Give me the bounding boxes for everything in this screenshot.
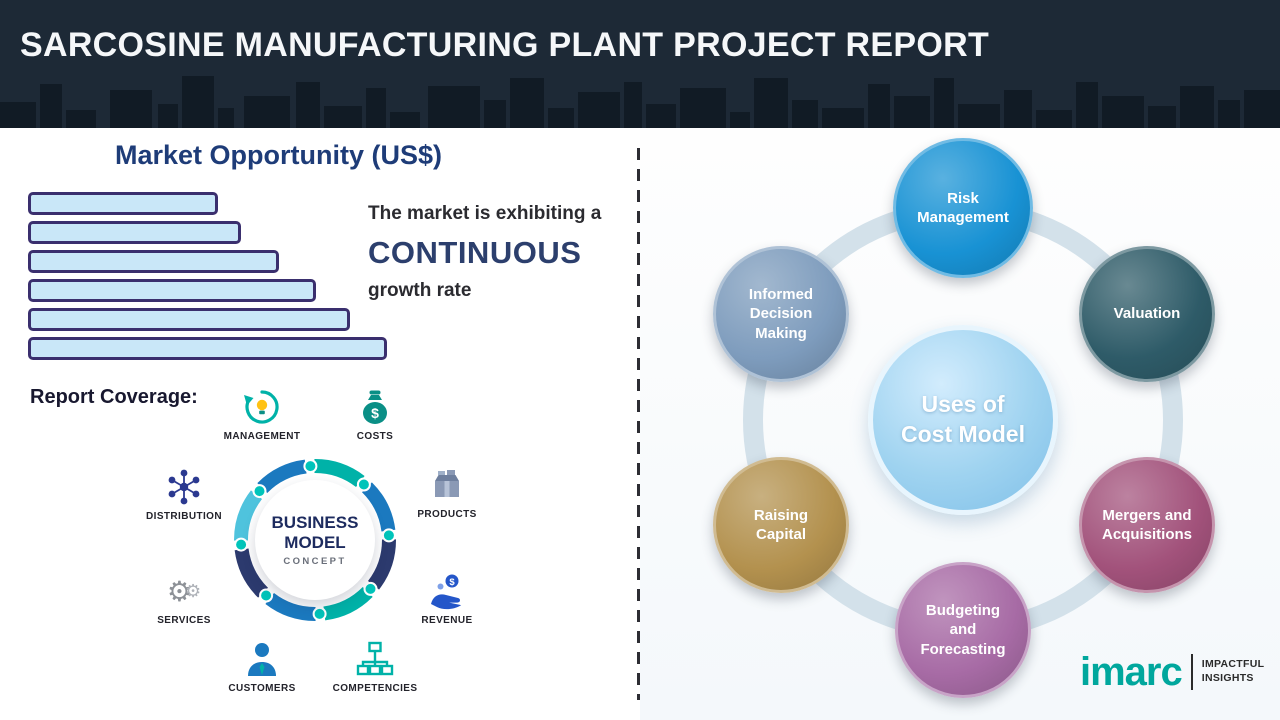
cost-model-center-line1: Uses of bbox=[921, 391, 1005, 418]
market-bar bbox=[28, 337, 387, 360]
bm-label-costs: COSTS bbox=[356, 431, 394, 442]
business-model-ring bbox=[234, 459, 396, 621]
imarc-logo-wordmark: imarc bbox=[1080, 650, 1183, 694]
business-model-center-line2: MODEL bbox=[284, 532, 346, 552]
bm-item-competencies: COMPETENCIES bbox=[325, 638, 425, 694]
node-risk-management: Risk Management bbox=[893, 138, 1033, 278]
page-title: SARCOSINE MANUFACTURING PLANT PROJECT RE… bbox=[20, 26, 990, 64]
node-informed-decision-making: Informed Decision Making bbox=[713, 246, 849, 382]
header-banner: SARCOSINE MANUFACTURING PLANT PROJECT RE… bbox=[0, 0, 1280, 128]
bm-item-management: MANAGEMENT bbox=[212, 386, 312, 442]
node-mergers-acquisitions: Mergers and Acquisitions bbox=[1079, 457, 1215, 593]
node-label-raising-capital: Raising Capital bbox=[753, 506, 809, 544]
bm-label-management: MANAGEMENT bbox=[223, 431, 301, 442]
market-bar bbox=[28, 192, 218, 215]
market-opportunity-title: Market Opportunity (US$) bbox=[115, 140, 443, 170]
network-icon bbox=[168, 469, 200, 505]
person-icon bbox=[248, 643, 276, 676]
bm-label-products: PRODUCTS bbox=[417, 509, 477, 520]
hand-coin-icon-wrap: $ bbox=[397, 570, 497, 612]
svg-text:$: $ bbox=[449, 577, 455, 588]
growth-line1: The market is exhibiting a bbox=[368, 203, 602, 224]
business-model-center: BUSINESS MODEL CONCEPT bbox=[255, 480, 375, 600]
growth-line2: growth rate bbox=[368, 280, 472, 301]
node-label-mergers-acquisitions: Mergers and Acquisitions bbox=[1101, 506, 1192, 544]
business-model-center-line3: CONCEPT bbox=[283, 556, 347, 568]
bm-label-revenue: REVENUE bbox=[421, 615, 473, 626]
person-icon-wrap bbox=[212, 638, 312, 680]
cost-model-center: Uses of Cost Model bbox=[868, 325, 1058, 515]
node-label-risk-management: Risk Management bbox=[917, 189, 1009, 227]
node-budgeting-forecasting: Budgeting and Forecasting bbox=[895, 562, 1031, 698]
logo-tagline: IMPACTFUL INSIGHTS bbox=[1202, 658, 1265, 685]
report-coverage-label: Report Coverage: bbox=[30, 386, 198, 408]
logo-tagline-line2: INSIGHTS bbox=[1201, 672, 1254, 684]
growth-statement: The market is exhibiting a CONTINUOUS gr… bbox=[368, 203, 658, 302]
bm-label-distribution: DISTRIBUTION bbox=[146, 511, 222, 522]
node-raising-capital: Raising Capital bbox=[713, 457, 849, 593]
cost-model-center-line2: Cost Model bbox=[901, 421, 1025, 447]
svg-text:$: $ bbox=[371, 405, 379, 421]
money-bag-icon: $ bbox=[363, 390, 387, 424]
node-label-informed-decision-making: Informed Decision Making bbox=[748, 285, 814, 342]
org-chart-icon-wrap bbox=[325, 638, 425, 680]
market-bar bbox=[28, 250, 279, 273]
imarc-logo: imarc IMPACTFUL INSIGHTS bbox=[1080, 652, 1264, 692]
bm-item-customers: CUSTOMERS bbox=[212, 638, 312, 694]
gears-icon-wrap: ⚙⚙ bbox=[134, 570, 234, 612]
market-bar bbox=[28, 308, 350, 331]
market-bar bbox=[28, 221, 241, 244]
bm-item-costs: $ COSTS bbox=[325, 386, 425, 442]
bm-item-services: ⚙⚙ SERVICES bbox=[134, 570, 234, 627]
bm-label-services: SERVICES bbox=[157, 615, 211, 626]
node-valuation: Valuation bbox=[1079, 246, 1215, 382]
dashed-divider bbox=[637, 148, 640, 700]
node-label-valuation: Valuation bbox=[1113, 305, 1181, 323]
management-icon bbox=[244, 390, 279, 424]
bm-label-competencies: COMPETENCIES bbox=[332, 683, 418, 694]
logo-separator bbox=[1190, 654, 1193, 690]
city-skyline-graphic bbox=[0, 76, 1280, 128]
bm-item-distribution: DISTRIBUTION bbox=[134, 466, 234, 522]
bm-label-customers: CUSTOMERS bbox=[228, 683, 296, 694]
org-chart-icon bbox=[356, 641, 394, 676]
gear-small-icon: ⚙ bbox=[184, 580, 202, 601]
market-opportunity-bar-chart bbox=[28, 192, 387, 360]
bm-item-revenue: $ REVENUE bbox=[397, 570, 497, 626]
hand-coin-icon: $ bbox=[431, 574, 462, 610]
node-label-budgeting-forecasting: Budgeting and Forecasting bbox=[920, 601, 1006, 658]
bm-item-products: PRODUCTS bbox=[397, 464, 497, 520]
box-icon-wrap bbox=[397, 464, 497, 506]
gears-icon: ⚙ bbox=[166, 575, 192, 607]
box-icon bbox=[435, 470, 459, 497]
money-bag-icon-wrap: $ bbox=[325, 386, 425, 428]
business-model-center-line1: BUSINESS bbox=[271, 512, 359, 532]
logo-tagline-line1: IMPACTFUL bbox=[1201, 658, 1265, 671]
market-bar bbox=[28, 279, 316, 302]
network-icon-wrap bbox=[134, 466, 234, 508]
growth-emphasis: CONTINUOUS bbox=[368, 235, 582, 270]
management-icon-wrap bbox=[212, 386, 312, 428]
